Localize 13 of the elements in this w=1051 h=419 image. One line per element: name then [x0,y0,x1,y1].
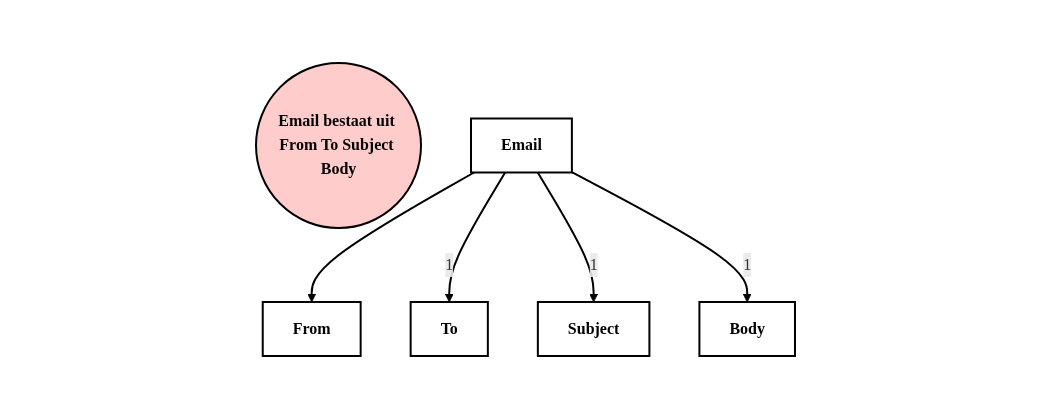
node-box: To [409,301,489,357]
edge-label: 1 [743,255,752,273]
arrow [570,171,752,303]
node-box: From [261,301,362,357]
node-box: Body [698,301,796,357]
node-box: Email [470,117,573,174]
node-box: Subject [536,301,651,357]
edge-label: 1 [589,255,598,273]
edge-label: 1 [445,255,454,273]
arrow [536,171,599,303]
node-circle: Email bestaat uit From To Subject Body [255,62,422,229]
arrow [444,171,507,303]
arrow [307,171,476,303]
